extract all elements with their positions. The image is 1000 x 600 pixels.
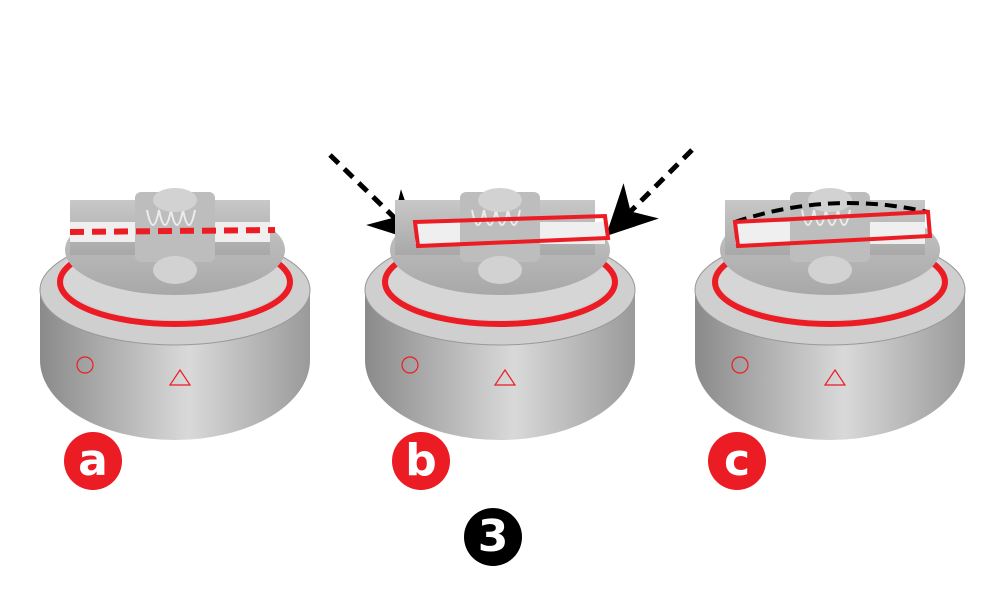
left-arrow-icon: [328, 153, 420, 242]
rda-deck-illustration: [364, 188, 636, 440]
panel-label-b: b: [392, 432, 450, 490]
rda-deck-illustration: [694, 188, 966, 440]
right-arrow-icon: [605, 148, 694, 237]
panel-c: [690, 170, 990, 450]
rda-deck-illustration: [39, 188, 311, 440]
panel-a: [35, 170, 335, 450]
panel-label-c: c: [708, 432, 766, 490]
step-number-badge: 3: [464, 508, 522, 566]
panel-label-a: a: [64, 432, 122, 490]
panel-b: [360, 170, 660, 450]
